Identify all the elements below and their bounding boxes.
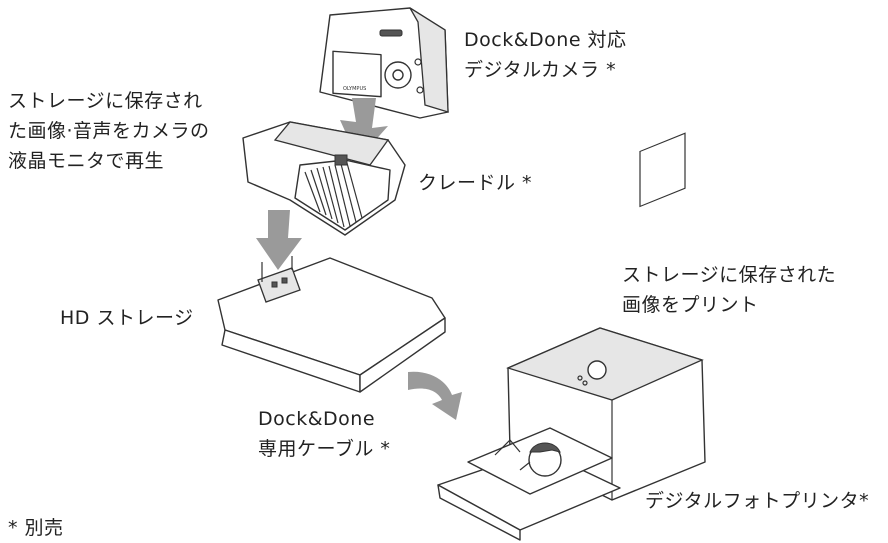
print-label-line-1: ストレージに保存された	[622, 264, 837, 286]
cable-label-line-1: Dock&Done	[258, 408, 376, 430]
cable-label-line-2: 専用ケーブル *	[258, 438, 391, 460]
playback-label-line-1: ストレージに保存され	[8, 90, 203, 112]
cradle-label: クレードル *	[418, 172, 533, 194]
digital-camera-illustration: OLYMPUS	[319, 7, 449, 119]
storage-label: HD ストレージ	[60, 307, 194, 329]
camera-label: Dock&Done 対応 デジタルカメラ *	[464, 25, 627, 85]
curved-arrow-to-printer	[408, 371, 462, 420]
hd-storage-illustration	[217, 256, 446, 393]
playback-label-line-3: 液晶モニタで再生	[8, 150, 165, 172]
camera-label-line-1: Dock&Done 対応	[464, 29, 627, 51]
footnote-label: * 別売	[8, 517, 64, 539]
down-arrow-cradle	[256, 210, 302, 270]
cable-label: Dock&Done 専用ケーブル *	[258, 404, 390, 464]
camera-brand: OLYMPUS	[343, 86, 366, 92]
camera-label-line-2: デジタルカメラ *	[464, 59, 617, 81]
photo-printer-illustration	[437, 132, 706, 541]
print-label: ストレージに保存された 画像をプリント	[622, 260, 836, 320]
printer-label: デジタルフォトプリンタ*	[645, 490, 870, 512]
cradle-illustration	[242, 121, 406, 236]
playback-label: ストレージに保存され た画像·音声をカメラの 液晶モニタで再生	[8, 86, 210, 176]
print-label-line-2: 画像をプリント	[622, 294, 759, 316]
playback-label-line-2: た画像·音声をカメラの	[8, 120, 210, 142]
